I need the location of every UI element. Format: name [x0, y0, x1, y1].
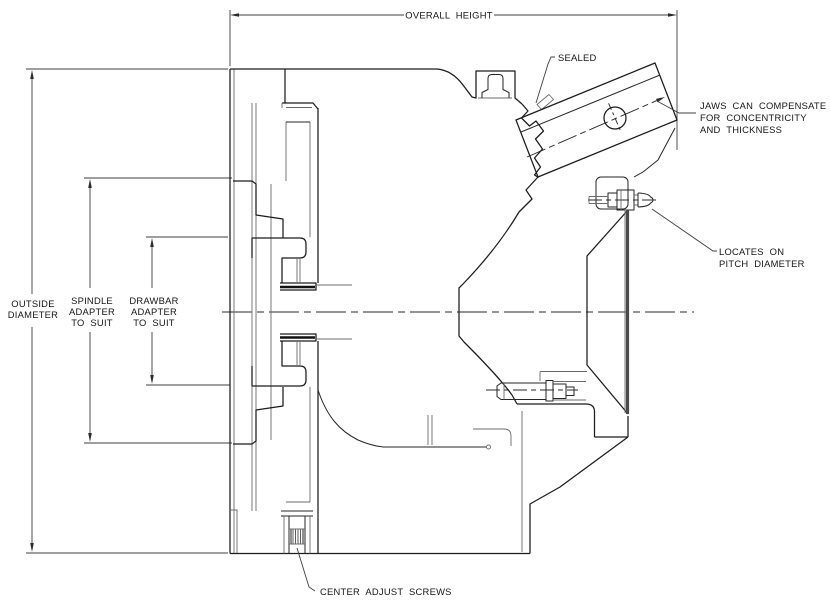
- dimension-lines: [26, 10, 678, 554]
- mounting-bolt: [496, 371, 587, 402]
- chuck-body: [230, 68, 629, 555]
- dim-drawbar-adapter-line3: TO SUIT: [133, 317, 175, 328]
- dim-spindle-adapter-line2: ADAPTER: [69, 306, 115, 317]
- locating-stud: [588, 176, 654, 211]
- backplate-and-adapters: [229, 69, 352, 554]
- dim-drawbar-adapter-line2: ADAPTER: [131, 306, 177, 317]
- callout-center-adjust: CENTER ADJUST SCREWS: [320, 586, 452, 597]
- adapter-cone: [586, 209, 630, 415]
- leader-lines: [296, 56, 717, 592]
- top-jaw-block: [515, 62, 678, 178]
- callout-jaws-line2: FOR CONCENTRICITY: [700, 112, 807, 123]
- callout-sealed: SEALED: [558, 52, 597, 63]
- callout-jaws-line3: AND THICKNESS: [700, 124, 782, 135]
- dim-overall-height-label: OVERALL HEIGHT: [405, 10, 492, 21]
- dim-spindle-adapter-line3: TO SUIT: [71, 317, 113, 328]
- callout-locates-line2: PITCH DIAMETER: [719, 258, 805, 269]
- dim-outside-diameter-line2: DIAMETER: [8, 309, 58, 320]
- dim-drawbar-adapter-line1: DRAWBAR: [129, 295, 178, 306]
- callout-locates-line1: LOCATES ON: [719, 246, 784, 257]
- center-adjust-screw: [281, 510, 313, 554]
- dim-spindle-adapter-line1: SPINDLE: [71, 295, 113, 306]
- centerlines: [222, 97, 694, 391]
- dim-outside-diameter-line1: OUTSIDE: [11, 298, 54, 309]
- callout-jaws-line1: JAWS CAN COMPENSATE: [700, 100, 826, 111]
- labels: OVERALL HEIGHT OUTSIDE DIAMETER SPINDLE …: [8, 10, 826, 598]
